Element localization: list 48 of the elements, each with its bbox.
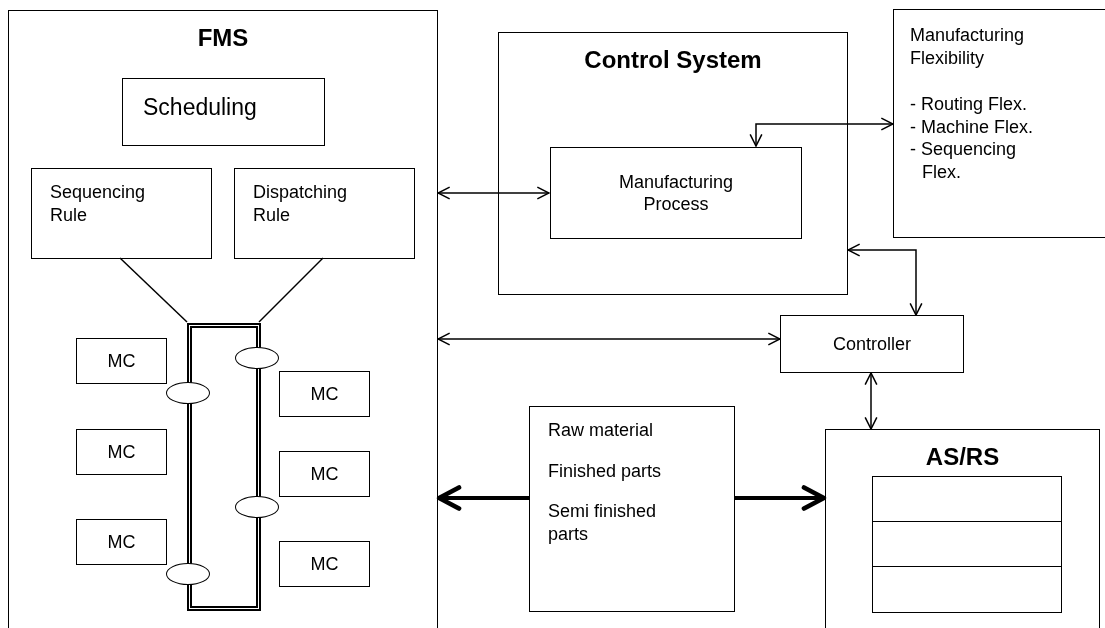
process-box (31, 168, 212, 259)
arrow (437, 186, 550, 200)
box-heading: Manufacturing Flexibility (910, 24, 1026, 69)
storage-panel (825, 429, 1100, 628)
system-panel (498, 32, 848, 295)
machine-box (76, 338, 167, 384)
panel-title: Control System (583, 45, 763, 75)
box-label: MC (107, 440, 136, 464)
info-box (893, 9, 1105, 238)
storage-shelf (872, 521, 1062, 567)
material-box (529, 406, 735, 612)
box-label: Scheduling (142, 93, 258, 122)
list-item: - Machine Flex. (910, 115, 1035, 138)
storage-shelf (872, 566, 1062, 613)
panel-title: FMS (196, 23, 250, 53)
box-label: MC (310, 462, 339, 486)
machine-box (76, 429, 167, 475)
storage-shelf (872, 476, 1062, 522)
process-box (122, 78, 325, 146)
list-item: Raw material (548, 419, 655, 442)
box-label: Sequencing Rule (50, 181, 147, 226)
arrow (735, 485, 827, 511)
box-label: Manufacturing Process (617, 170, 735, 216)
connector-line (119, 257, 188, 323)
arrow (436, 485, 529, 511)
list-item: Semi finished parts (548, 500, 658, 545)
box-label: Controller (832, 332, 912, 356)
box-label: MC (310, 552, 339, 576)
process-box (550, 147, 802, 239)
box-label: MC (107, 349, 136, 373)
box-label: MC (107, 530, 136, 554)
process-box (780, 315, 964, 373)
arrow (749, 117, 894, 147)
machine-box (279, 451, 370, 497)
machine-box (76, 519, 167, 565)
list-item: - Sequencing Flex. (910, 138, 1018, 183)
arrow (864, 372, 878, 430)
connector-line (258, 257, 324, 323)
list-item: Finished parts (548, 459, 663, 482)
list-item: - Routing Flex. (910, 93, 1029, 116)
panel-title: AS/RS (924, 442, 1001, 472)
machine-box (279, 541, 370, 587)
box-label: Dispatching Rule (253, 181, 349, 226)
box-label: MC (310, 382, 339, 406)
machine-box (279, 371, 370, 417)
arrow (847, 243, 923, 316)
arrow (437, 332, 781, 346)
process-box (234, 168, 415, 259)
